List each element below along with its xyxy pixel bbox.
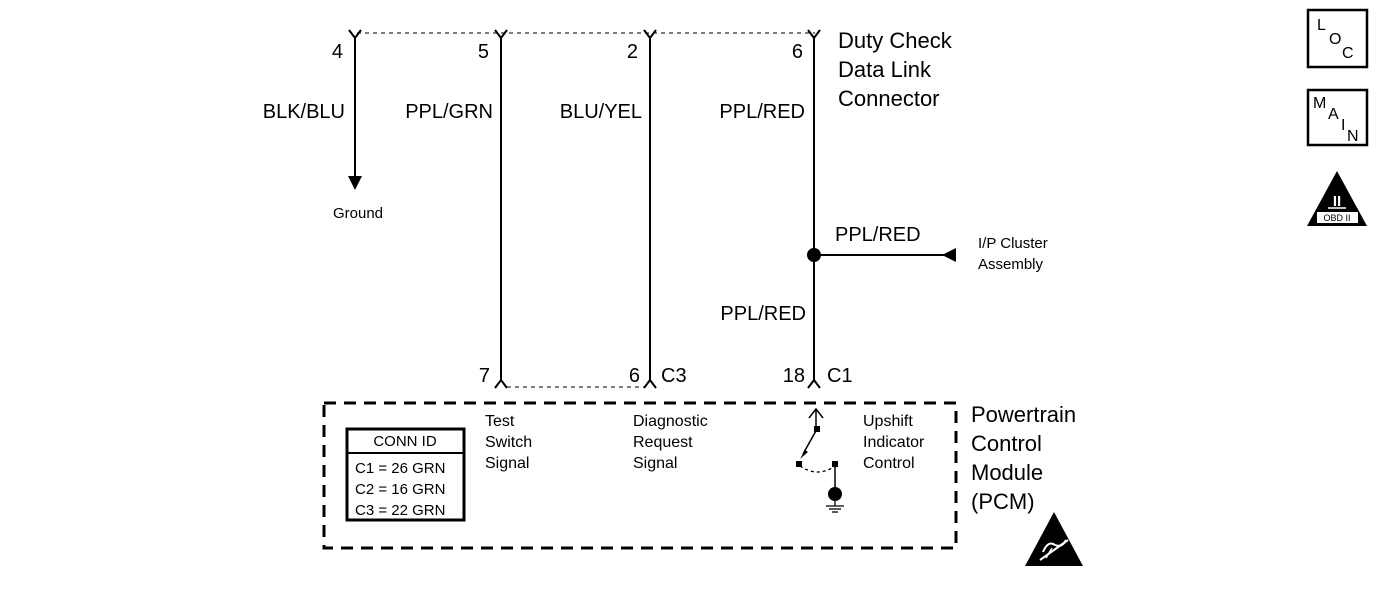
pin-label-2: 2	[627, 41, 638, 63]
pcm-conn-c1: C1	[827, 365, 853, 387]
pcm-connector-marks	[494, 378, 821, 389]
conn-id-title: CONN ID	[373, 433, 437, 450]
svg-text:Signal: Signal	[633, 455, 677, 472]
conn-id-row-c3: C3 = 22 GRN	[355, 502, 445, 519]
cluster-label-line-1: I/P Cluster	[978, 235, 1048, 252]
svg-text:Upshift: Upshift	[863, 413, 913, 430]
svg-text:A: A	[1328, 106, 1339, 123]
svg-text:Control: Control	[971, 431, 1042, 456]
main-icon[interactable]: M A I N	[1306, 88, 1369, 147]
svg-text:(PCM): (PCM)	[971, 489, 1035, 514]
svg-text:M: M	[1313, 95, 1326, 112]
wire-label-ppl-red: PPL/RED	[719, 101, 805, 123]
conn-id-box	[345, 427, 466, 522]
diag-request-label: Diagnostic Request Signal	[633, 413, 708, 472]
svg-text:Control: Control	[863, 455, 915, 472]
esd-warning-icon	[1025, 512, 1083, 566]
svg-text:II: II	[1333, 193, 1341, 210]
svg-text:Diagnostic: Diagnostic	[633, 413, 708, 430]
svg-text:Indicator: Indicator	[863, 434, 925, 451]
connector-title-line-3: Connector	[838, 86, 940, 111]
connector-title-line-2: Data Link	[838, 57, 932, 82]
wire-label-blu-yel: BLU/YEL	[560, 101, 642, 123]
svg-text:N: N	[1347, 128, 1359, 145]
pin-label-4: 4	[332, 41, 343, 63]
svg-text:I: I	[1341, 117, 1345, 134]
svg-text:Module: Module	[971, 460, 1043, 485]
loc-icon[interactable]: L O C	[1306, 8, 1369, 69]
obd-ii-icon[interactable]: II OBD II	[1307, 171, 1367, 226]
cluster-arrow-icon	[942, 248, 956, 262]
ground-symbol-icon	[826, 501, 844, 513]
pcm-box	[322, 401, 958, 550]
svg-text:O: O	[1329, 31, 1341, 48]
svg-text:Signal: Signal	[485, 455, 529, 472]
pcm-pin-7: 7	[479, 365, 490, 387]
upshift-switch	[796, 407, 844, 513]
wire-label-ppl-grn: PPL/GRN	[405, 101, 493, 123]
svg-text:C: C	[1342, 45, 1354, 62]
connector-title-line-1: Duty Check	[838, 28, 953, 53]
ground-label: Ground	[333, 205, 383, 222]
pcm-pin-18: 18	[783, 365, 805, 387]
cluster-label-line-2: Assembly	[978, 256, 1044, 273]
connector-top-marks	[348, 29, 821, 40]
upshift-label: Upshift Indicator Control	[863, 413, 925, 472]
pcm-pin-6: 6	[629, 365, 640, 387]
pin-label-5: 5	[478, 41, 489, 63]
test-switch-label: Test Switch Signal	[485, 413, 532, 472]
pcm-conn-c3: C3	[661, 365, 687, 387]
pin-label-6: 6	[792, 41, 803, 63]
svg-text:OBD II: OBD II	[1323, 213, 1350, 223]
svg-text:L: L	[1317, 17, 1326, 34]
svg-text:Test: Test	[485, 413, 515, 430]
connector-title: Duty Check Data Link Connector	[838, 28, 953, 111]
pcm-title: Powertrain Control Module (PCM)	[971, 402, 1076, 514]
conn-id-row-c2: C2 = 16 GRN	[355, 481, 445, 498]
svg-text:Powertrain: Powertrain	[971, 402, 1076, 427]
ground-arrow-icon	[348, 176, 362, 190]
svg-text:Switch: Switch	[485, 434, 532, 451]
wire-label-blk-blu: BLK/BLU	[263, 101, 345, 123]
wire-label-ppl-red-lower: PPL/RED	[720, 303, 806, 325]
svg-text:Request: Request	[633, 434, 693, 451]
wire-label-branch: PPL/RED	[835, 224, 921, 246]
conn-id-row-c1: C1 = 26 GRN	[355, 460, 445, 477]
